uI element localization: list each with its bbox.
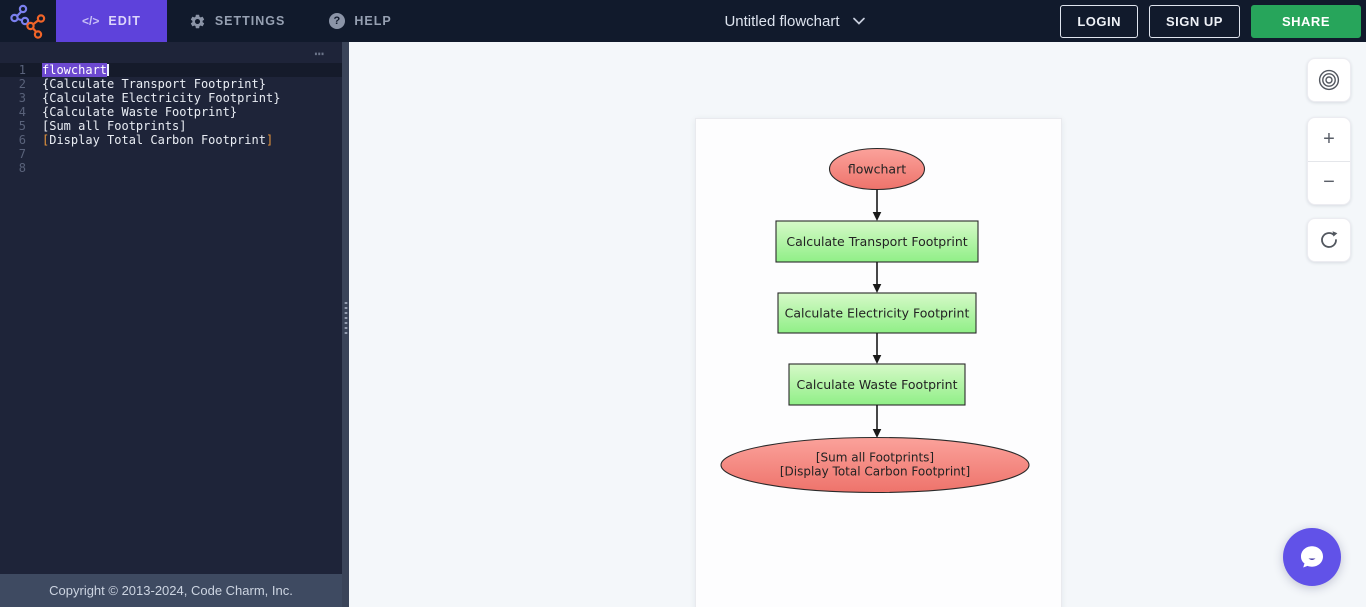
code-line: 4 {Calculate Waste Footprint} [0, 105, 342, 119]
node-label-line2: [Display Total Carbon Footprint] [780, 465, 970, 479]
node-electricity: Calculate Electricity Footprint [777, 292, 977, 334]
line-number: 4 [18, 105, 26, 119]
editor-menu-icon[interactable]: ⋯ [314, 44, 326, 63]
code-line: 5 [Sum all Footprints] [0, 119, 342, 133]
arrow-connector [872, 262, 882, 293]
code-editor-panel: ⋯ 1 flowchart 2 {Calculate Transport Foo… [0, 42, 342, 607]
text-cursor [107, 64, 110, 76]
zoom-out-button[interactable]: − [1323, 171, 1335, 194]
code-text: {Calculate Waste Footprint} [42, 105, 238, 119]
arrow-connector [872, 189, 882, 221]
node-label: Calculate Transport Footprint [786, 234, 967, 249]
tab-settings-label: SETTINGS [214, 14, 286, 28]
code-text: {Calculate Electricity Footprint} [42, 91, 281, 105]
line-number: 5 [18, 119, 26, 133]
tab-edit-label: EDIT [108, 14, 141, 28]
copyright-text: Copyright © 2013-2024, Code Charm, Inc. [0, 574, 342, 607]
flowchart-title: Untitled flowchart [724, 12, 840, 30]
code-editor[interactable]: ⋯ 1 flowchart 2 {Calculate Transport Foo… [0, 42, 342, 574]
canvas-controls: + − [1307, 58, 1351, 262]
chevron-down-icon [853, 17, 865, 25]
signup-button[interactable]: SIGN UP [1149, 4, 1240, 38]
code-text: [Display Total Carbon Footprint] [26, 133, 273, 147]
code-line: 7 [0, 147, 342, 161]
top-bar: </> EDIT SETTINGS ? HELP Untitled flowch… [0, 0, 1366, 42]
node-label: Calculate Waste Footprint [797, 377, 958, 392]
bracket-close: ] [265, 133, 274, 147]
login-button[interactable]: LOGIN [1060, 4, 1139, 38]
tab-help[interactable]: ? HELP [307, 0, 413, 42]
code-line: 3 {Calculate Electricity Footprint} [0, 91, 342, 105]
divider-line [1308, 160, 1350, 162]
gear-icon [190, 14, 204, 28]
code-text: {Calculate Transport Footprint} [42, 77, 266, 91]
code-line: 1 flowchart [0, 63, 342, 77]
zoom-in-button[interactable]: + [1323, 127, 1335, 150]
node-label: flowchart [848, 162, 906, 177]
share-button[interactable]: SHARE [1250, 4, 1361, 38]
node-label-line1: [Sum all Footprints] [816, 451, 934, 465]
app-logo[interactable] [0, 0, 56, 42]
tab-edit[interactable]: </> EDIT [56, 0, 167, 42]
code-text [26, 147, 42, 161]
node-flowchart: flowchart [828, 147, 926, 191]
code-line: 8 [0, 161, 342, 175]
bracket-open: [ [42, 133, 50, 147]
diagram-artboard: flowchart Calculate Transport Footprint [695, 118, 1062, 607]
drag-dots-icon [344, 301, 347, 334]
panel-resize-handle[interactable] [342, 42, 349, 607]
zoom-control-group: + − [1307, 117, 1351, 205]
code-text: [Sum all Footprints] [42, 119, 187, 133]
refresh-icon [1321, 231, 1338, 248]
code-text: flowchart [26, 63, 110, 77]
tab-help-label: HELP [354, 14, 392, 28]
node-transport: Calculate Transport Footprint [775, 220, 979, 263]
flowchart-title-menu[interactable]: Untitled flowchart [724, 0, 865, 42]
node-waste: Calculate Waste Footprint [788, 363, 966, 406]
code-brackets-icon: </> [82, 14, 100, 28]
node-label: Calculate Electricity Footprint [785, 306, 970, 321]
diagram-canvas[interactable]: flowchart Calculate Transport Footprint [349, 42, 1366, 607]
flowchart-svg: flowchart Calculate Transport Footprint [720, 147, 1030, 494]
help-icon: ? [329, 13, 346, 29]
code-line: 6 [Display Total Carbon Footprint] [0, 133, 342, 147]
node-sum-display: [Sum all Footprints] [Display Total Carb… [720, 436, 1030, 494]
center-view-button[interactable] [1307, 58, 1351, 102]
target-icon [1318, 69, 1340, 91]
bracket-inner-text: Display Total Carbon Footprint [49, 133, 266, 147]
arrow-connector [872, 405, 882, 438]
main-area: ⋯ 1 flowchart 2 {Calculate Transport Foo… [0, 42, 1366, 607]
tab-settings[interactable]: SETTINGS [167, 0, 308, 42]
arrow-connector [872, 333, 882, 364]
code-line: 2 {Calculate Transport Footprint} [0, 77, 342, 91]
selected-text: flowchart [42, 63, 108, 77]
line-number: 6 [18, 133, 26, 147]
line-number: 8 [18, 161, 26, 175]
chat-widget-button[interactable] [1283, 528, 1341, 586]
line-number: 7 [18, 147, 26, 161]
code2flow-logo-icon [10, 4, 46, 39]
chat-bubble-icon [1301, 546, 1323, 568]
line-number: 3 [18, 91, 26, 105]
auth-actions: LOGIN SIGN UP SHARE [1060, 0, 1361, 42]
code-text [26, 161, 42, 175]
line-number: 1 [18, 63, 26, 77]
line-number: 2 [18, 77, 26, 91]
refresh-button[interactable] [1307, 218, 1351, 262]
